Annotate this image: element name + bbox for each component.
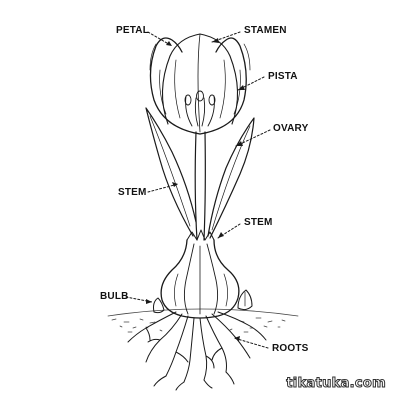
stem-drawing [194,131,206,241]
label-stem-right: STEM [244,217,273,228]
label-bulb: BULB [100,291,129,302]
leader-stem-left [147,183,179,193]
leader-ovary [235,129,271,147]
label-pista: PISTA [268,71,298,82]
label-ovary: OVARY [273,123,309,134]
leaves-drawing [145,107,255,239]
label-petal: PETAL [116,25,150,36]
label-roots: ROOTS [272,343,309,354]
offset-bulbs [153,289,253,314]
roots-drawing [127,311,267,391]
soil [107,308,299,333]
leader-roots [233,337,269,349]
label-stamen: STAMEN [244,25,287,36]
label-stem-left: STEM [118,187,147,198]
leader-arrowheads [146,38,245,341]
bulb-drawing [160,229,240,319]
watermark: tikatuka.com [286,376,386,392]
leader-petal [147,31,173,47]
flower-drawing [149,33,251,135]
